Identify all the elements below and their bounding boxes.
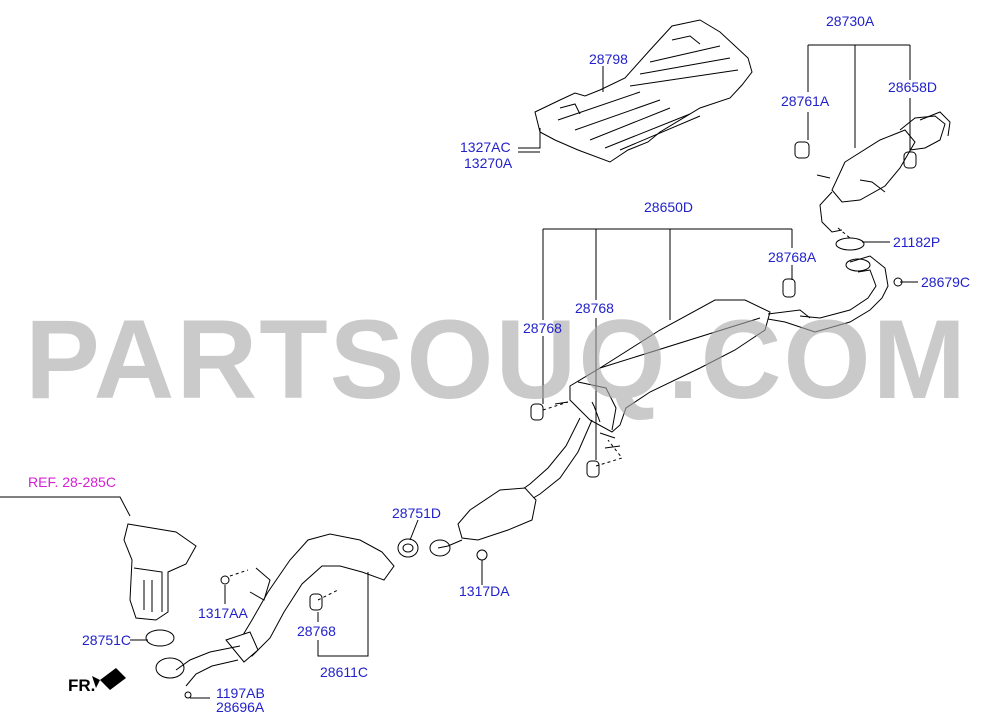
part-label-28611c[interactable]: 28611C [320, 664, 369, 680]
part-label-21182p[interactable]: 21182P [893, 234, 941, 250]
part-label-28768-low[interactable]: 28768 [297, 623, 336, 639]
front-pipe-part [145, 533, 395, 699]
part-label-28768-left[interactable]: 28768 [523, 320, 562, 336]
connecting-pipe-part [761, 255, 889, 333]
part-label-1197ab[interactable]: 1197AB [216, 685, 265, 701]
part-label-1317da[interactable]: 1317DA [459, 583, 510, 599]
part-label-28751c[interactable]: 28751C [82, 632, 132, 648]
rear-muffler-part [794, 111, 951, 233]
part-label-28650d[interactable]: 28650D [644, 199, 694, 215]
part-label-28730a[interactable]: 28730A [826, 13, 875, 29]
reference-label[interactable]: REF. 28-285C [28, 474, 116, 490]
center-muffler-part [569, 299, 811, 433]
part-label-28658d[interactable]: 28658D [888, 79, 938, 95]
part-label-28798[interactable]: 28798 [589, 51, 628, 67]
part-label-28768-mid[interactable]: 28768 [575, 300, 614, 316]
dashed-guides [229, 227, 851, 601]
exhaust-manifold-part [123, 523, 197, 621]
part-label-28751d[interactable]: 28751D [392, 505, 442, 521]
gasket-21182p-part [835, 237, 865, 251]
heat-protector-part [534, 19, 753, 163]
part-label-28761a[interactable]: 28761A [781, 93, 830, 109]
part-label-28679c[interactable]: 28679C [921, 274, 971, 290]
part-label-13270a[interactable]: 13270A [464, 155, 513, 171]
part-label-28696a[interactable]: 28696A [216, 699, 265, 715]
front-direction-label: FR. [68, 676, 96, 695]
leader-lines [0, 44, 918, 699]
part-label-1317aa[interactable]: 1317AA [198, 605, 248, 621]
part-label-1327ac[interactable]: 1327AC [460, 139, 511, 155]
front-direction-arrow-icon [92, 668, 126, 690]
intermediate-pipe-part [397, 417, 593, 561]
part-label-28768a[interactable]: 28768A [768, 249, 817, 265]
